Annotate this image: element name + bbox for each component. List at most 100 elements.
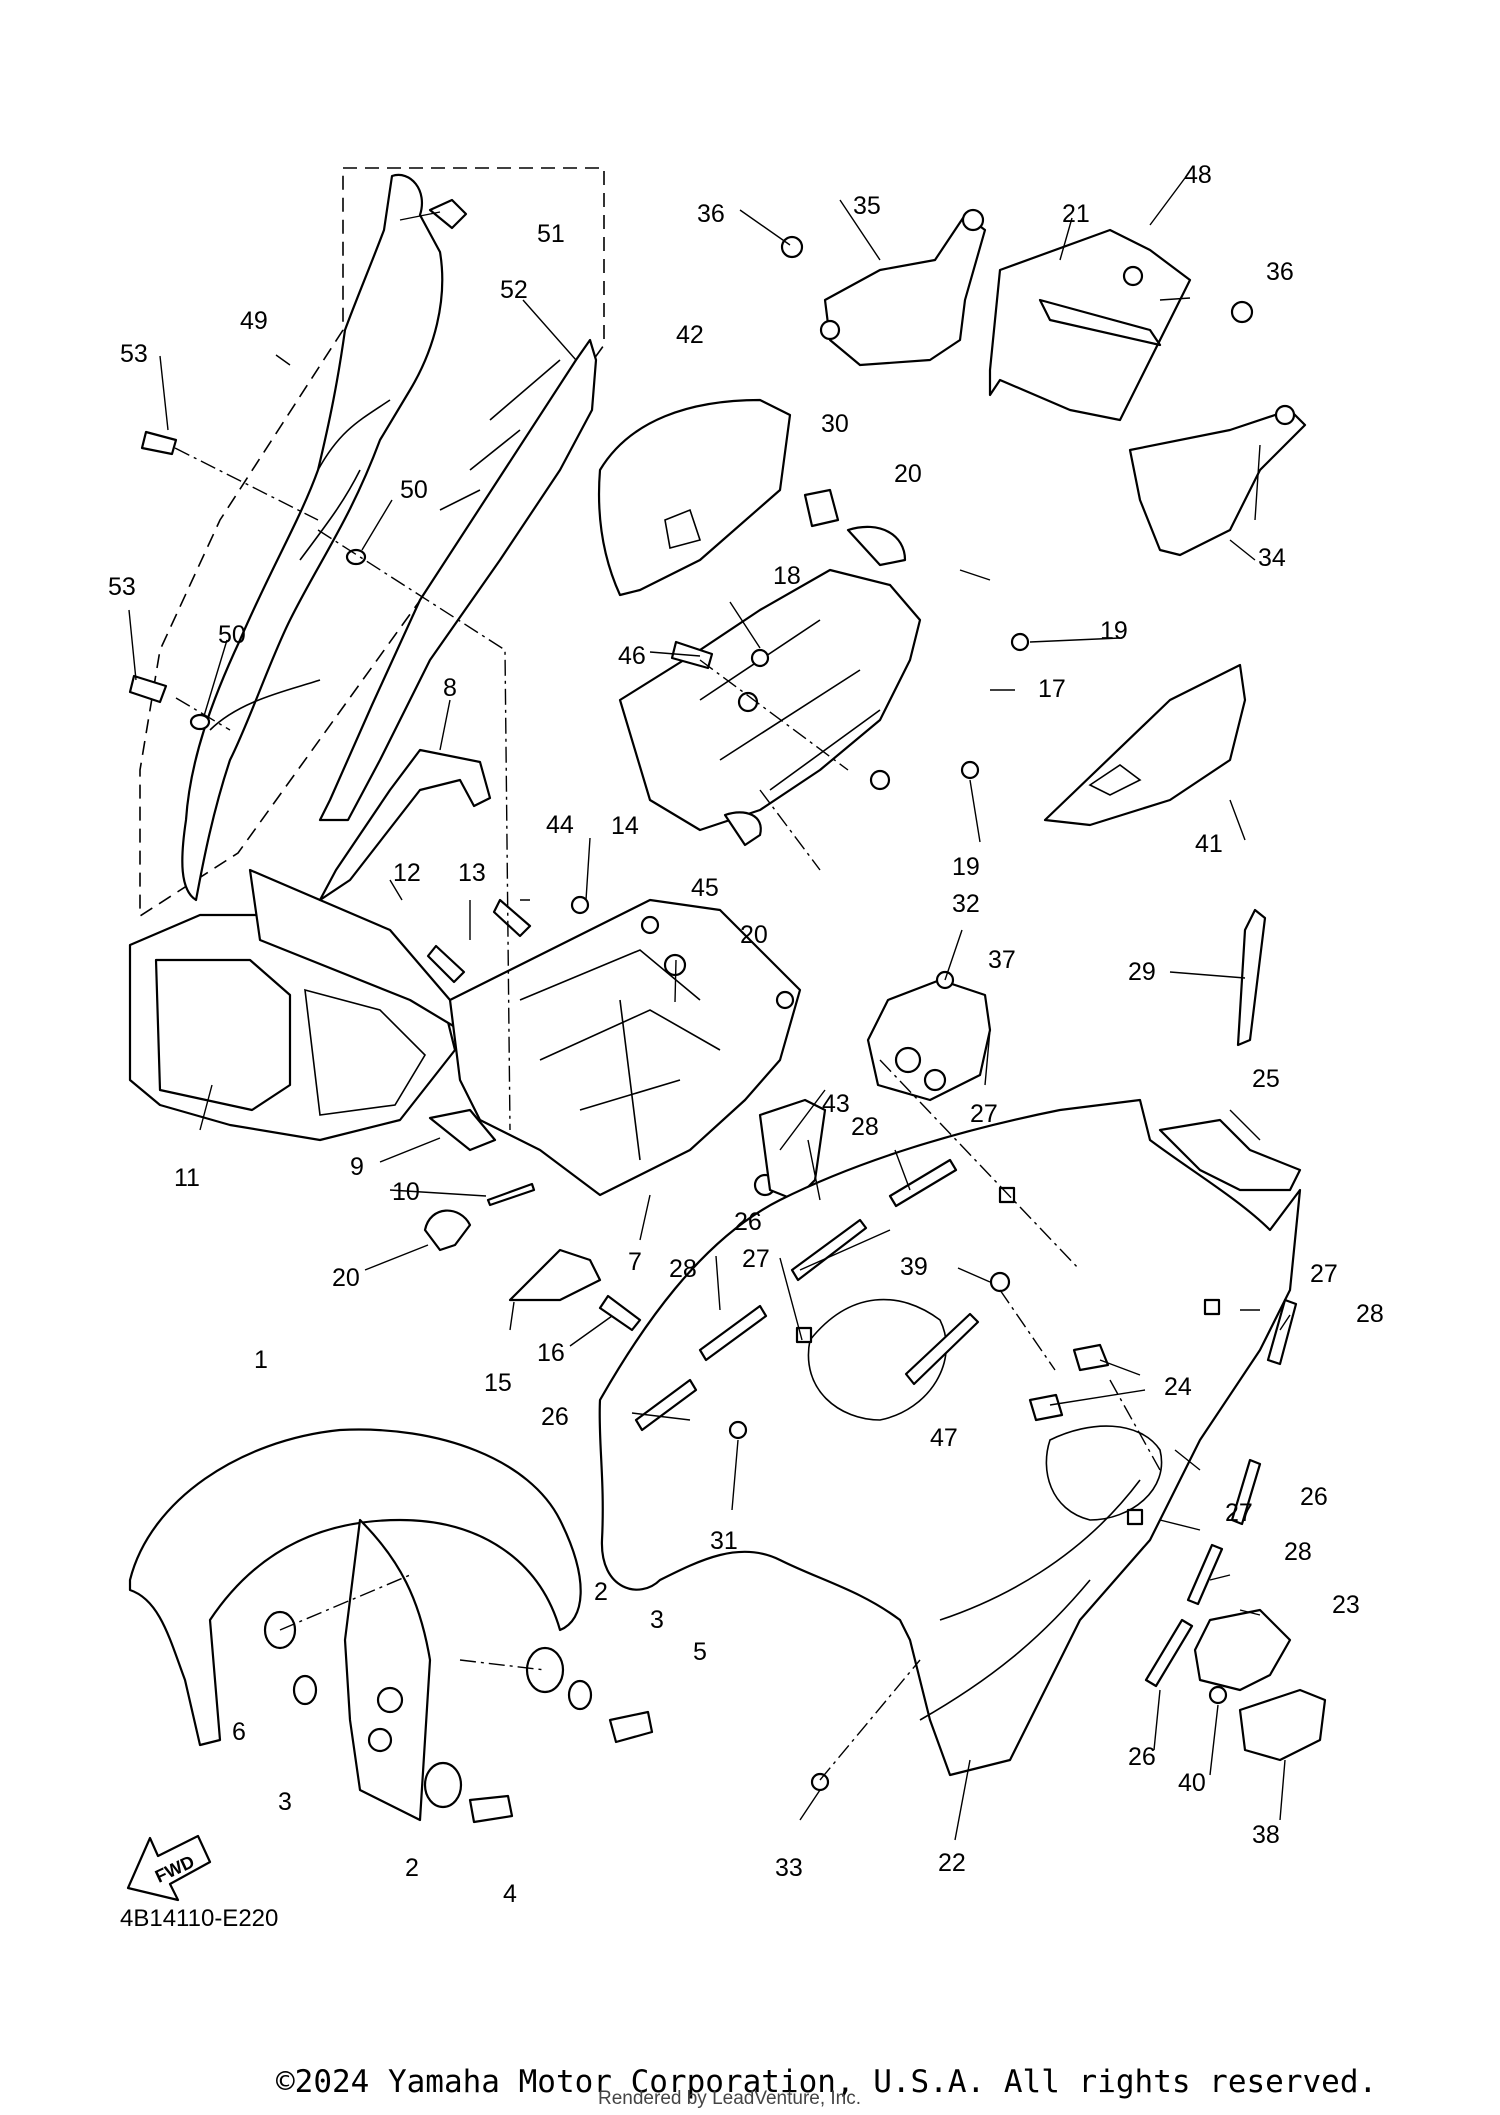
callout-7: 7 — [628, 1248, 642, 1276]
part-16-bolt — [598, 1294, 642, 1332]
part-50-grommet — [345, 548, 367, 566]
part-35-bracket — [823, 213, 987, 367]
part-36-screw-2 — [1230, 300, 1254, 324]
part-24-clip — [1072, 1343, 1110, 1372]
part-19-rivet — [1010, 632, 1030, 652]
part-22-inner-2 — [1045, 1425, 1163, 1521]
callout-2b: 2 — [405, 1854, 419, 1882]
part-28-strip-2 — [698, 1304, 768, 1362]
part-37-hole — [894, 1046, 922, 1074]
part-49-side-cowl — [181, 173, 444, 902]
callout-2: 2 — [594, 1578, 608, 1606]
callout-22: 22 — [938, 1849, 966, 1877]
part-53-bolt — [140, 430, 178, 456]
callout-12: 12 — [393, 859, 421, 887]
callout-25: 25 — [1252, 1065, 1280, 1093]
part-37-hole-2 — [923, 1068, 947, 1092]
callout-8: 8 — [443, 674, 457, 702]
callout-36b: 36 — [1266, 258, 1294, 286]
part-20-clip-3 — [846, 525, 907, 567]
leader-lines — [128, 177, 1291, 1841]
callout-24: 24 — [1164, 1373, 1192, 1401]
callout-26d: 26 — [1128, 1743, 1156, 1771]
part-11-window — [154, 958, 292, 1112]
callout-3: 3 — [650, 1606, 664, 1634]
callout-19b: 19 — [952, 853, 980, 881]
part-14-rivet — [570, 895, 590, 915]
callout-47: 47 — [930, 1424, 958, 1452]
callout-20: 20 — [894, 460, 922, 488]
part-28-strip-4 — [1186, 1543, 1224, 1606]
part-51-nut — [428, 198, 468, 230]
callout-49: 49 — [240, 307, 268, 335]
callout-50b: 50 — [218, 621, 246, 649]
callout-48: 48 — [1184, 161, 1212, 189]
part-24-clip-2 — [1028, 1393, 1064, 1422]
callout-11: 11 — [174, 1164, 200, 1192]
callout-51: 51 — [537, 220, 565, 248]
part-49-detail — [209, 399, 391, 731]
part-33-rivet — [810, 1772, 830, 1792]
callout-15: 15 — [484, 1369, 512, 1397]
callout-labels: 1 2 2 3 3 3 4 5 6 7 8 9 10 11 12 13 14 1… — [108, 161, 1384, 1908]
callout-28d: 28 — [1284, 1538, 1312, 1566]
part-39-screw — [989, 1271, 1011, 1293]
callout-39: 39 — [900, 1253, 928, 1281]
callout-4: 4 — [503, 1880, 517, 1908]
callout-26c: 26 — [1300, 1483, 1328, 1511]
fwd-arrow-icon: FWD — [126, 1834, 212, 1902]
part-1-hole — [376, 1686, 404, 1714]
part-7-detail — [519, 949, 721, 1161]
callout-13: 13 — [458, 859, 486, 887]
callout-42: 42 — [676, 321, 704, 349]
callout-19: 19 — [1100, 617, 1128, 645]
part-27-pad-4 — [1126, 1508, 1144, 1526]
part-26-strip-3 — [1230, 1458, 1262, 1526]
callout-29: 29 — [1128, 958, 1156, 986]
callout-38: 38 — [1252, 1821, 1280, 1849]
callout-52: 52 — [500, 276, 528, 304]
callout-45: 45 — [691, 874, 719, 902]
part-19-rivet-2 — [960, 760, 980, 780]
callout-3b: 3 — [278, 1788, 292, 1816]
part-15-stay — [508, 1248, 602, 1302]
callout-6: 6 — [232, 1718, 246, 1746]
callout-44: 44 — [546, 811, 574, 839]
diagram-code: 4B14110-E220 — [120, 1905, 279, 1932]
callout-26: 26 — [734, 1208, 762, 1236]
callout-28: 28 — [851, 1113, 879, 1141]
callout-30: 30 — [821, 410, 849, 438]
callout-20b: 20 — [740, 921, 768, 949]
part-27-pad-3 — [1203, 1298, 1221, 1316]
part-40-grommet — [1208, 1685, 1228, 1705]
callout-10: 10 — [392, 1178, 420, 1206]
copyright-notice: ©2024 Yamaha Motor Corporation, U.S.A. A… — [276, 2064, 1378, 2100]
part-17-hole-2 — [869, 769, 891, 791]
part-25-piece — [1158, 1118, 1302, 1192]
part-27-pad — [998, 1186, 1016, 1204]
part-44-bolt — [492, 898, 532, 938]
callout-9: 9 — [350, 1153, 364, 1181]
part-11-window-2 — [304, 988, 427, 1116]
callout-28b: 28 — [669, 1255, 697, 1283]
part-52-detail — [439, 359, 561, 511]
callout-46: 46 — [618, 642, 646, 670]
callout-37: 37 — [988, 946, 1016, 974]
part-2-collar-2 — [423, 1761, 463, 1809]
callout-28c: 28 — [1356, 1300, 1384, 1328]
callout-27c: 27 — [1310, 1260, 1338, 1288]
part-52-inner-cover — [318, 338, 598, 822]
part-34-hole — [1274, 404, 1296, 426]
part-17-stay — [618, 568, 922, 832]
callout-16: 16 — [537, 1339, 565, 1367]
callout-53: 53 — [120, 340, 148, 368]
rendered-by-watermark: Rendered by LeadVenture, Inc. — [598, 2088, 862, 2109]
part-26-strip-2 — [634, 1378, 698, 1432]
centerline — [174, 447, 1161, 1781]
part-47-strip — [904, 1312, 980, 1386]
part-23-plate — [1193, 1608, 1292, 1692]
part-45-grommet — [663, 953, 687, 977]
part-35-hole — [961, 208, 985, 232]
callout-21: 21 — [1062, 200, 1090, 228]
part-36-screw — [780, 235, 804, 259]
